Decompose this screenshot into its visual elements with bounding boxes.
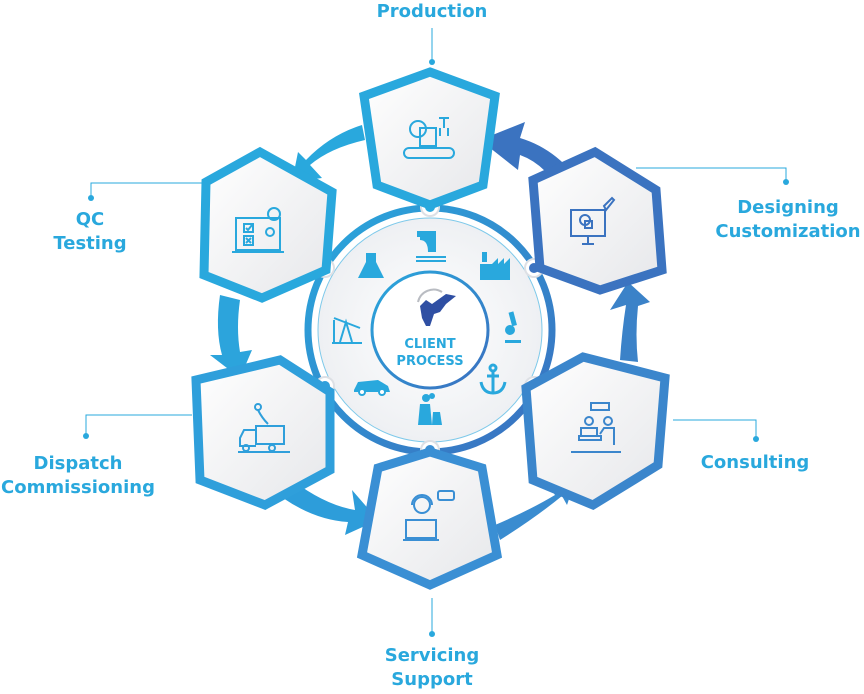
microscope-icon bbox=[505, 311, 521, 343]
hub-title-line2: PROCESS bbox=[396, 354, 463, 369]
design-monitor-icon bbox=[570, 196, 616, 245]
arrow-dispatch-to-servicing bbox=[283, 480, 378, 535]
car-icon bbox=[354, 380, 390, 396]
label-qc-line1: QC bbox=[75, 209, 105, 230]
pegasus-logo-icon bbox=[417, 288, 456, 326]
label-servicing-line1: Servicing bbox=[384, 645, 480, 666]
step-node-designing[interactable] bbox=[528, 146, 667, 295]
step-node-servicing[interactable] bbox=[356, 447, 503, 590]
label-designing: Designing Customization bbox=[712, 196, 864, 244]
qc-checklist-icon bbox=[232, 207, 284, 253]
oil-pump-icon bbox=[332, 317, 362, 344]
label-dispatch: Dispatch Commissioning bbox=[0, 452, 156, 500]
delivery-truck-icon bbox=[238, 403, 290, 453]
step-node-production[interactable] bbox=[359, 67, 500, 210]
step-node-dispatch[interactable] bbox=[191, 355, 335, 510]
hub-title-line1: CLIENT bbox=[404, 337, 455, 352]
label-consulting: Consulting bbox=[690, 451, 820, 475]
leader-production bbox=[429, 28, 435, 65]
step-nodes bbox=[191, 67, 670, 590]
support-agent-icon bbox=[403, 490, 455, 541]
power-plant-icon bbox=[418, 393, 442, 425]
label-dispatch-line1: Dispatch bbox=[33, 453, 123, 474]
outflow-pipe-icon bbox=[416, 231, 446, 262]
conveyor-production-icon bbox=[403, 117, 455, 159]
arrow-qc-to-dispatch bbox=[210, 295, 252, 378]
leader-designing bbox=[636, 167, 789, 185]
leader-qc bbox=[88, 182, 208, 201]
label-qc-line2: Testing bbox=[53, 233, 127, 254]
label-designing-line2: Customization bbox=[715, 221, 861, 242]
label-servicing: Servicing Support bbox=[362, 644, 502, 692]
anchor-icon bbox=[479, 363, 507, 395]
label-consulting-line1: Consulting bbox=[700, 452, 810, 473]
label-production-line1: Production bbox=[376, 1, 488, 22]
label-servicing-line2: Support bbox=[391, 669, 473, 690]
step-node-consulting[interactable] bbox=[521, 352, 670, 511]
arrow-consulting-to-designing bbox=[610, 282, 650, 362]
leader-consulting bbox=[673, 419, 759, 442]
leader-dispatch bbox=[83, 414, 192, 439]
label-designing-line1: Designing bbox=[737, 197, 839, 218]
consultation-desk-icon bbox=[571, 402, 621, 453]
factory-icon bbox=[480, 252, 510, 280]
label-production: Production bbox=[362, 0, 502, 24]
central-hub: CLIENT PROCESS bbox=[304, 197, 556, 460]
step-node-qc[interactable] bbox=[199, 146, 337, 303]
leader-lines bbox=[83, 28, 789, 637]
flask-icon bbox=[358, 253, 384, 278]
label-qc: QC Testing bbox=[40, 208, 140, 256]
leader-servicing bbox=[429, 598, 435, 637]
arrow-production-to-qc bbox=[292, 125, 365, 182]
label-dispatch-line2: Commissioning bbox=[1, 477, 155, 498]
